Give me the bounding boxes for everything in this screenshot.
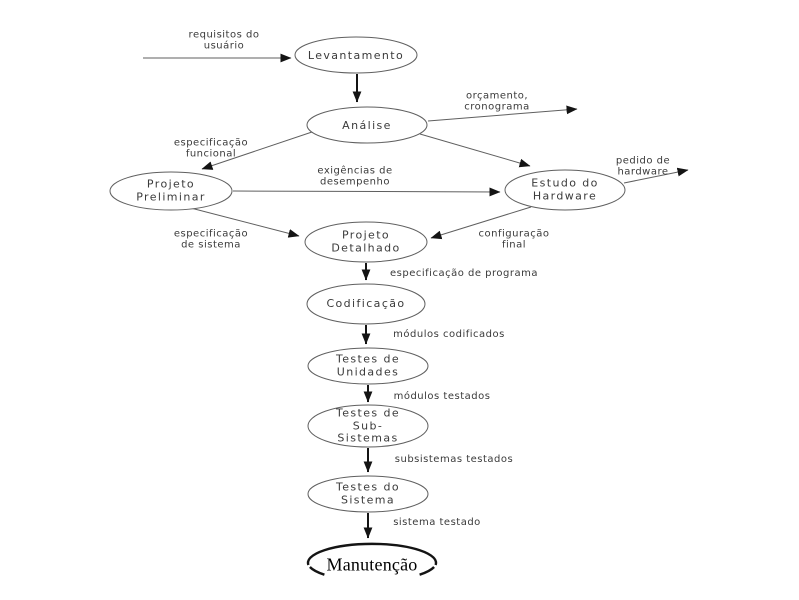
node-ellipse-testes-subsistemas [307, 404, 429, 448]
edge-estudo-to-pedido-hardware [623, 167, 689, 184]
node-arc-manutencao-top [306, 542, 438, 566]
node-ellipse-estudo-hardware [504, 169, 626, 211]
edge-analise-to-estudo-hardware [419, 133, 531, 168]
node-arc-manutencao-bottom-right [419, 566, 435, 576]
edge-preliminar-to-estudo-hardware [232, 187, 501, 197]
edge-analise-to-orcamento [427, 105, 578, 122]
node-ellipse-projeto-detalhado [304, 221, 428, 263]
node-ellipse-testes-unidades [307, 347, 429, 385]
edge-estudo-to-projeto-detalhado [430, 206, 532, 240]
node-ellipse-testes-sistema [307, 475, 429, 513]
node-ellipse-codificacao [306, 283, 426, 325]
node-arc-manutencao-bottom-left [309, 566, 325, 576]
node-ellipse-levantamento [294, 36, 418, 74]
edge-analise-to-projeto-preliminar [201, 131, 313, 170]
edge-preliminar-to-projeto-detalhado [182, 205, 300, 238]
node-ellipse-analise [306, 106, 428, 144]
node-ellipse-projeto-preliminar [109, 171, 233, 211]
